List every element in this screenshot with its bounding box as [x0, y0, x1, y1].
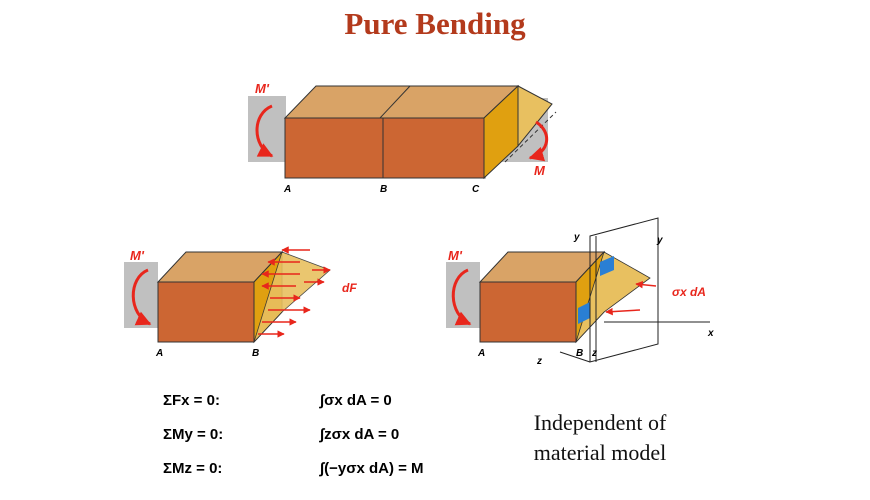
point-a: A	[283, 184, 291, 195]
moment-label-left: M'	[448, 248, 463, 263]
axis-y-label: y	[573, 232, 580, 243]
moment-arrow-right	[528, 120, 548, 162]
coordinate-axes	[559, 217, 710, 363]
force-arrows	[258, 246, 331, 338]
axis-y-label-2: y	[656, 235, 663, 246]
note-line-2: material model	[533, 440, 667, 465]
point-a: A	[155, 348, 163, 359]
equation-sum-my: ΣMy = 0:	[163, 426, 224, 443]
moment-label-right: M	[534, 163, 546, 178]
integral-my: ∫zσx dA = 0	[320, 426, 400, 443]
axis-z-label-2: z	[591, 348, 597, 359]
equation-sum-mz: ΣMz = 0:	[163, 460, 223, 477]
stress-patch-top	[600, 256, 614, 276]
block-front-face	[479, 281, 577, 343]
point-b: B	[252, 348, 259, 359]
point-a: A	[477, 348, 485, 359]
page-title: Pure Bending	[344, 6, 526, 41]
block-front-face	[157, 281, 255, 343]
beam-front-face	[284, 117, 486, 179]
axis-x-label: x	[707, 328, 714, 339]
stress-label: σx dA	[672, 285, 706, 299]
moment-label-left: M'	[255, 81, 270, 96]
left-section-figure: M' dF A B	[124, 246, 357, 359]
point-b: B	[576, 348, 583, 359]
end-cut	[517, 85, 553, 148]
beam-top-face	[283, 85, 520, 119]
independence-note: Independent of material model	[500, 408, 700, 468]
moment-arrow-left	[131, 268, 152, 326]
moment-arrow-left	[451, 268, 472, 326]
integral-fx: ∫σx dA = 0	[320, 392, 392, 409]
axis-z-label: z	[536, 356, 542, 367]
stress-wedge	[253, 251, 331, 343]
point-c: C	[472, 184, 480, 195]
top-beam-figure: M' M A B C	[248, 81, 557, 195]
stress-patch-bottom	[578, 302, 590, 324]
integral-mz: ∫(−yσx dA) = M	[320, 460, 424, 477]
moment-arrow-left	[255, 104, 274, 158]
equation-sum-fx: ΣFx = 0:	[163, 392, 220, 409]
point-b: B	[380, 184, 387, 195]
moment-label-left: M'	[130, 248, 145, 263]
force-label: dF	[342, 281, 357, 295]
right-section-figure: M' σx dA y y x z z A B	[446, 217, 714, 367]
note-line-1: Independent of	[533, 410, 667, 435]
stress-arrow	[635, 280, 657, 289]
